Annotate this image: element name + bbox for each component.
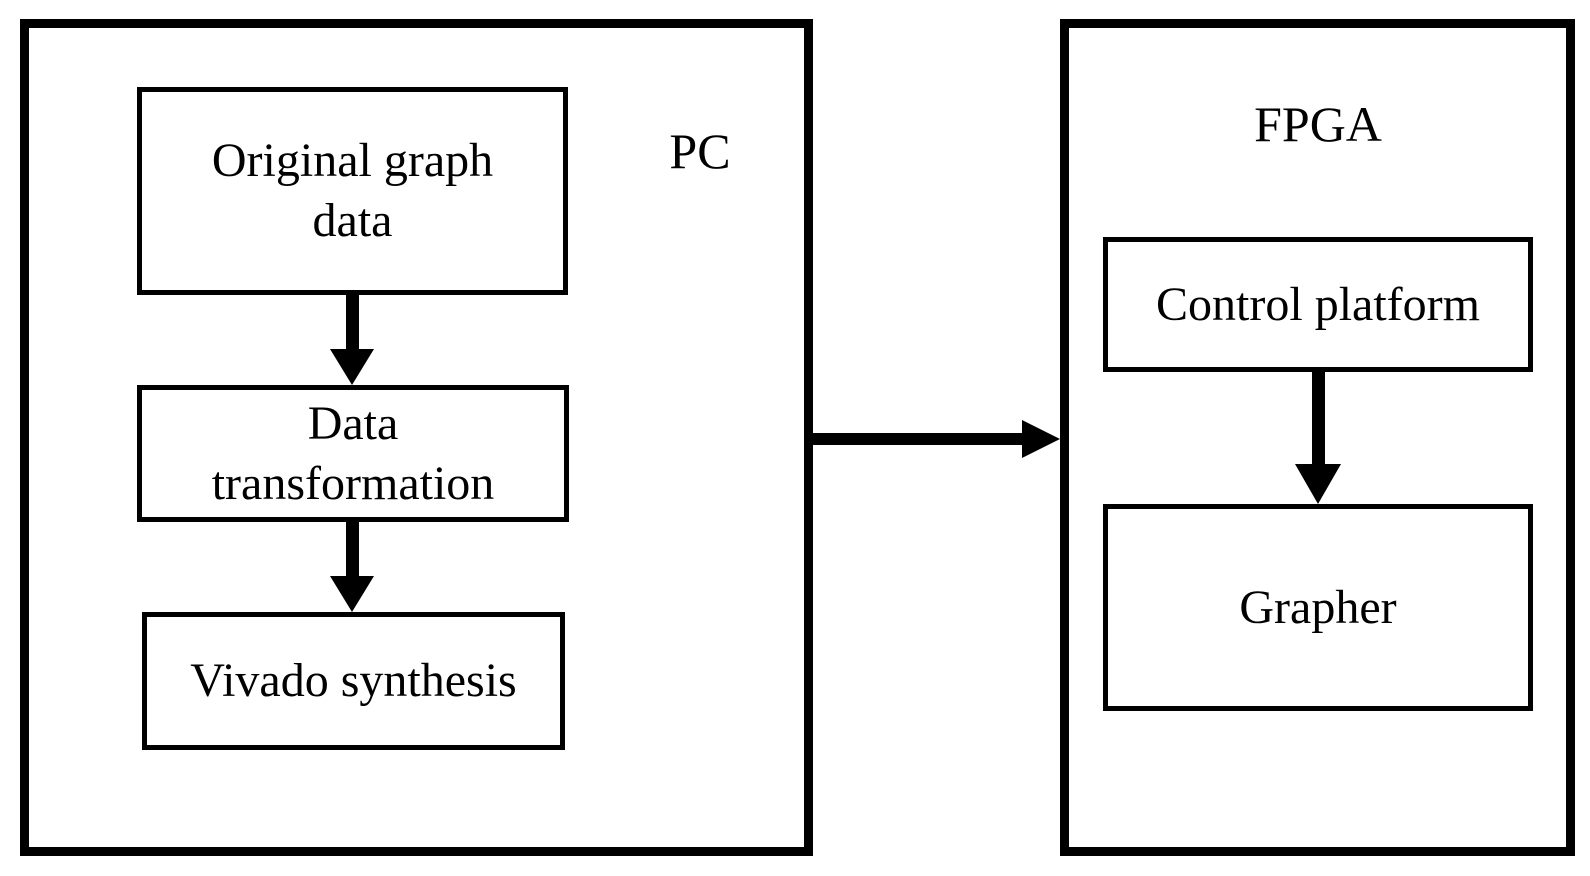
pc-label: PC — [669, 123, 731, 179]
node-vivado-synthesis: Vivado synthesis — [142, 612, 565, 750]
arrow-control-to-grapher-head-icon — [1295, 464, 1341, 504]
arrow-original-to-transformation-head-icon — [330, 349, 374, 385]
node-grapher: Grapher — [1103, 504, 1533, 711]
arrow-original-to-transformation-shaft — [346, 291, 359, 351]
node-control-platform: Control platform — [1103, 237, 1533, 372]
node-data-transformation: Data transformation — [137, 385, 569, 522]
node-original-graph-data: Original graph data — [137, 87, 568, 295]
fpga-label: FPGA — [1254, 96, 1382, 152]
arrow-pc-to-fpga-shaft — [806, 433, 1024, 445]
arrow-pc-to-fpga-head-icon — [1022, 420, 1060, 458]
arrow-transformation-to-vivado-head-icon — [330, 576, 374, 612]
arrow-control-to-grapher-shaft — [1312, 368, 1325, 466]
arrow-transformation-to-vivado-shaft — [346, 518, 359, 578]
